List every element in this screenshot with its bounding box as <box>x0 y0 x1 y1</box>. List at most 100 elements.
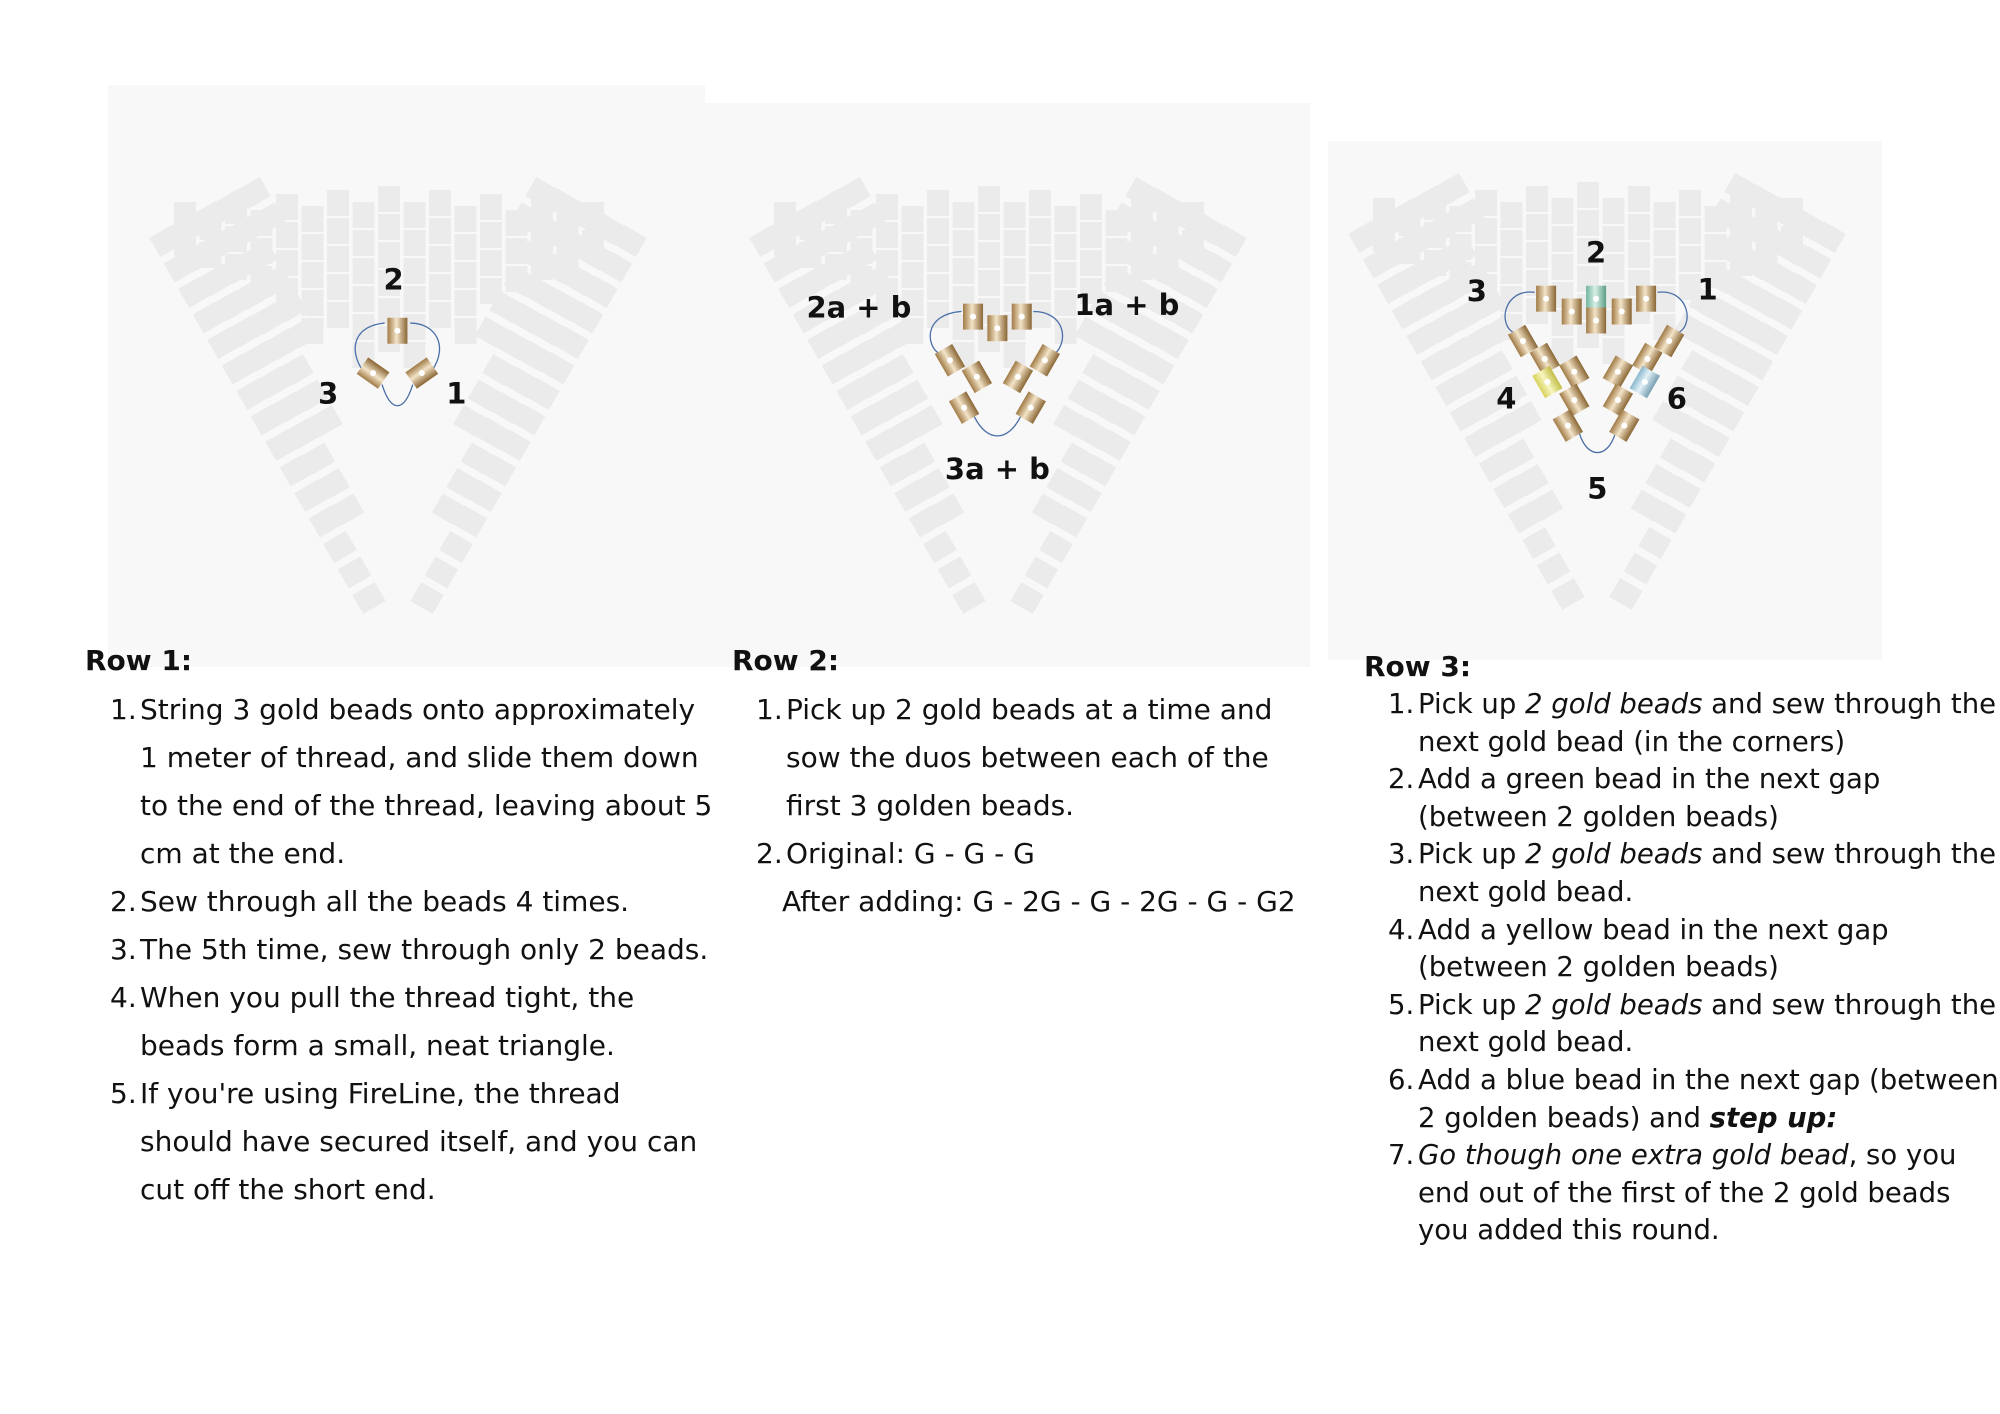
ghost-bead <box>1674 412 1708 446</box>
ghost-bead <box>1775 234 1810 267</box>
ghost-bead <box>876 194 898 220</box>
ghost-bead <box>497 428 531 462</box>
ghost-bead <box>287 316 322 349</box>
ghost-bead <box>1630 489 1665 522</box>
ghost-bead <box>930 493 965 526</box>
ghost-bead <box>1377 271 1411 305</box>
ghost-bead <box>908 505 943 538</box>
ghost-bead <box>265 428 299 462</box>
ghost-bead <box>454 318 477 344</box>
ghost-bead <box>1754 322 1788 356</box>
ghost-bead <box>1696 424 1730 458</box>
ghost-bead <box>410 581 444 615</box>
ghost-bead <box>1551 198 1574 224</box>
ghost-bead <box>1406 222 1441 255</box>
bead <box>1654 324 1685 358</box>
step-text: 2 gold beads <box>1525 688 1703 720</box>
step-item: 5.If you're using FireLine, the thread s… <box>110 1070 720 1214</box>
ghost-bead <box>814 289 849 322</box>
ghost-bead <box>1068 479 1102 513</box>
diagram-label: 2 <box>383 262 403 296</box>
ghost-bead <box>1702 261 1737 294</box>
ghost-bead <box>1768 297 1803 330</box>
step-text: Go though one extra gold bead <box>1418 1139 1849 1172</box>
ghost-bead <box>1003 342 1026 368</box>
ghost-bead <box>511 302 545 336</box>
ghost-bead <box>1602 198 1625 224</box>
ghost-bead <box>1080 222 1102 248</box>
ghost-bead <box>1154 226 1189 259</box>
bead <box>356 357 390 389</box>
ghost-bead <box>1679 190 1701 216</box>
bead <box>934 343 966 377</box>
ghost-bead <box>480 222 502 248</box>
ghost-bead <box>952 230 975 256</box>
step-text: Add a blue bead in the next gap (between… <box>1418 1063 1999 1134</box>
ghost-bead <box>1464 424 1498 458</box>
ghost-bead <box>1666 375 1701 408</box>
ghost-bead <box>454 206 477 232</box>
ghost-bead <box>207 326 241 360</box>
ghost-bead <box>1731 210 1766 243</box>
ghost-bead <box>952 202 975 228</box>
ghost-bead <box>1475 190 1497 216</box>
ghost-bead <box>518 239 552 273</box>
ghost-bead <box>858 365 892 399</box>
ghost-bead <box>851 202 886 235</box>
ghost-bead <box>901 290 924 316</box>
ghost-bead <box>200 263 234 297</box>
ghost-bead <box>1551 338 1574 364</box>
ghost-bead <box>749 224 783 258</box>
ghost-bead <box>1551 226 1574 252</box>
bead <box>1529 342 1560 376</box>
ghost-bead <box>301 262 324 288</box>
ghost-bead <box>1500 258 1523 284</box>
ghost-bead <box>1602 254 1625 280</box>
ghost-bead <box>533 314 567 348</box>
ghost-bead <box>978 186 1000 212</box>
ghost-bead <box>1029 302 1051 328</box>
ghost-bead <box>251 202 286 235</box>
bead <box>1632 342 1663 376</box>
ghost-bead <box>1169 200 1203 234</box>
step-text: and sew through the next gold bead (in t… <box>1418 688 1997 758</box>
ghost-bead <box>1111 302 1145 336</box>
ghost-bead <box>829 314 863 348</box>
ghost-bead <box>844 239 878 273</box>
ghost-bead <box>454 262 477 288</box>
step-text: String 3 gold beads onto approximately 1… <box>140 693 713 870</box>
ghost-bead <box>301 442 336 475</box>
ghost-bead <box>1628 214 1650 240</box>
bead <box>1636 285 1657 312</box>
ghost-bead <box>540 352 575 385</box>
ghost-bead <box>1435 373 1469 407</box>
step-number: 1. <box>756 693 783 726</box>
ghost-bead <box>454 234 477 260</box>
ghost-bead <box>237 176 271 210</box>
ghost-bead <box>822 251 856 285</box>
ghost-bead <box>1029 246 1051 272</box>
ghost-bead <box>1577 266 1599 292</box>
ghost-bead <box>1486 412 1520 446</box>
step-number: 6. <box>1388 1063 1415 1096</box>
ghost-bead <box>978 214 1000 240</box>
ghost-bead <box>547 289 582 322</box>
ghost-bead <box>800 263 834 297</box>
step-item: 2.Original: G - G - G <box>756 830 1316 878</box>
ghost-bead <box>467 379 502 412</box>
ghost-bead <box>1695 324 1730 357</box>
ghost-bead <box>221 352 256 385</box>
ghost-bead <box>1667 475 1701 509</box>
ghost-bead <box>475 416 509 450</box>
ghost-bead <box>429 302 451 328</box>
ghost-bead <box>1681 450 1716 483</box>
ghost-bead <box>1486 312 1521 345</box>
ghost-bead <box>1348 220 1382 254</box>
ghost-bead <box>327 246 349 272</box>
ghost-bead <box>1526 242 1548 268</box>
ghost-bead <box>403 258 426 284</box>
ghost-bead <box>1053 404 1087 438</box>
ghost-bead <box>316 467 350 501</box>
ghost-bead <box>843 340 878 373</box>
ghost-bead <box>327 302 349 328</box>
